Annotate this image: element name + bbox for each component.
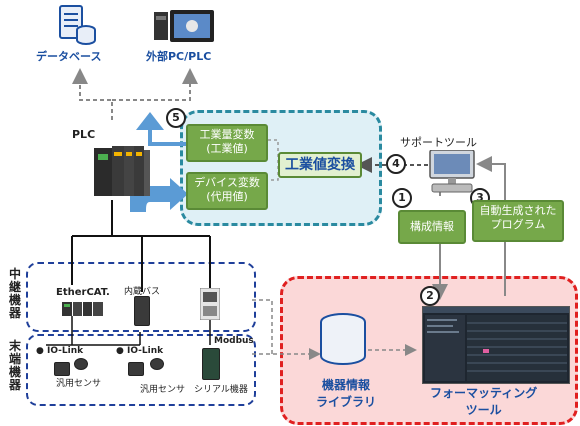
serial-device-label: シリアル機器: [194, 385, 248, 395]
plc-device-icon: [92, 144, 152, 200]
iolink-icon: ●: [36, 346, 44, 356]
internal-bus-module-icon: [134, 296, 150, 326]
formatting-tool-label: フォーマッティング ツール: [430, 386, 538, 417]
iolink-icon-2: ●: [116, 346, 124, 356]
relay-device-side-label: 中継機器: [8, 267, 21, 320]
auto-generated-program-text: 自動生成された プログラム: [479, 204, 557, 231]
support-tool-pc-icon: [424, 149, 480, 194]
step-5-badge: 5: [166, 108, 186, 128]
iolink-label-1: ● IO-Link: [36, 346, 83, 356]
iolink-text-1: IO-Link: [47, 346, 84, 356]
ethercat-coupler-icon: [62, 300, 104, 316]
iolink-sensor-1b-icon: [74, 358, 88, 370]
modbus-label: Modbus: [214, 336, 254, 346]
device-library-icon: [318, 312, 368, 368]
iolink-sensor-2b-icon: [150, 358, 164, 370]
device-library-label: 機器情報 ライブラリ: [316, 378, 377, 409]
ethercat-text: EtherCAT.: [56, 287, 110, 298]
general-sensor-label-1: 汎用センサ: [56, 379, 102, 389]
end-device-side-label: 末端機器: [8, 339, 21, 392]
general-sensor-label-2: 汎用センサ: [140, 385, 186, 395]
external-plc-icon: [152, 8, 216, 44]
external-pc-plc-label: 外部PC/PLC: [146, 50, 212, 63]
engineering-conversion-box: 工業値変換: [278, 152, 362, 178]
step-1-badge: 1: [392, 188, 412, 208]
iolink-sensor-1-icon: [54, 362, 70, 376]
step-2-badge: 2: [420, 286, 440, 306]
serial-device-icon: [202, 348, 220, 380]
ethercat-logo: EtherCAT.: [56, 287, 110, 298]
step-4-badge: 4: [386, 154, 406, 174]
iolink-sensor-2-icon: [128, 362, 144, 376]
internal-bus-label: 内蔵バス: [124, 287, 161, 297]
plc-label: PLC: [72, 128, 96, 141]
auto-generated-program-box: 自動生成された プログラム: [472, 200, 564, 242]
database-label: データベース: [36, 50, 102, 63]
relay-module-icon: [199, 287, 221, 321]
iolink-label-2: ● IO-Link: [116, 346, 163, 356]
formatting-tool-screenshot: [422, 306, 570, 384]
config-info-box: 構成情報: [398, 210, 466, 244]
engineering-variable-box: 工業量変数 (工業値): [186, 124, 268, 162]
device-variable-box: デバイス変数 (代用値): [186, 172, 268, 210]
upward-blue-arrow: [136, 112, 186, 146]
server-icon: [58, 4, 98, 46]
device-variable-text: デバイス変数 (代用値): [194, 176, 260, 203]
iolink-text-2: IO-Link: [127, 346, 164, 356]
support-tool-label: サポートツール: [400, 136, 477, 149]
engineering-variable-text: 工業量変数 (工業値): [199, 128, 255, 155]
